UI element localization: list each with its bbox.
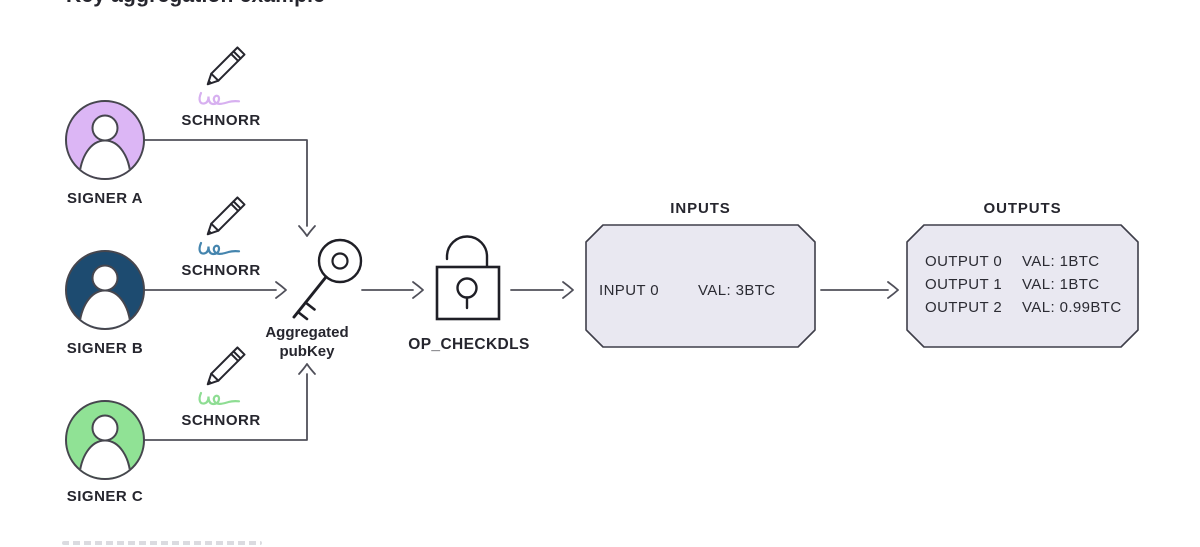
arrowhead-right-icon — [412, 281, 424, 299]
inputs-title: INPUTS — [670, 200, 731, 217]
signer-c-label: SIGNER C — [66, 488, 144, 505]
input-row-value: VAL: 3BTC — [698, 282, 776, 299]
op-checkdls-label: OP_CHECKDLS — [408, 336, 530, 353]
inputs-box — [585, 224, 816, 348]
signer-a-avatar — [65, 100, 145, 180]
key-icon — [292, 238, 363, 321]
arrowhead-right-icon — [562, 281, 574, 299]
schnorr-label-a: SCHNORR — [181, 112, 261, 129]
signer-a-label: SIGNER A — [67, 190, 143, 207]
arrowhead-right-icon — [275, 281, 287, 299]
output-row: OUTPUT 0 VAL: 1BTC — [925, 253, 1100, 270]
signature-squiggle — [198, 241, 241, 256]
signer-c-avatar — [65, 400, 145, 480]
arrowhead-right-icon — [887, 281, 899, 299]
schnorr-label-c: SCHNORR — [181, 412, 261, 429]
schnorr-label-b: SCHNORR — [181, 262, 261, 279]
connector-signer-c — [143, 373, 308, 441]
outputs-box — [906, 224, 1139, 348]
input-row-name: INPUT 0 — [599, 282, 660, 299]
signer-b-label: SIGNER B — [66, 340, 144, 357]
signature-squiggle — [198, 91, 241, 106]
outputs-title: OUTPUTS — [983, 200, 1062, 217]
connector-signer-a — [143, 139, 308, 227]
arrowhead-down-icon — [298, 225, 316, 237]
person-icon — [77, 264, 133, 328]
lock-icon — [435, 235, 501, 321]
signer-b-avatar — [65, 250, 145, 330]
outputs-rows: OUTPUT 0 VAL: 1BTC OUTPUT 1 VAL: 1BTC OU… — [925, 250, 1122, 319]
pencil-icon — [198, 346, 246, 406]
person-icon — [77, 414, 133, 478]
page-title: Key aggregation example — [66, 0, 325, 9]
aggregated-pubkey-label: Aggregated pubKey — [265, 324, 349, 360]
arrowhead-up-icon — [298, 363, 316, 375]
output-row: OUTPUT 1 VAL: 1BTC — [925, 276, 1100, 293]
signature-squiggle — [198, 391, 241, 406]
cropped-heading-fragment — [62, 541, 262, 545]
output-row: OUTPUT 2 VAL: 0.99BTC — [925, 299, 1122, 316]
pencil-icon — [198, 196, 246, 256]
pencil-icon — [198, 46, 246, 106]
person-icon — [77, 114, 133, 178]
